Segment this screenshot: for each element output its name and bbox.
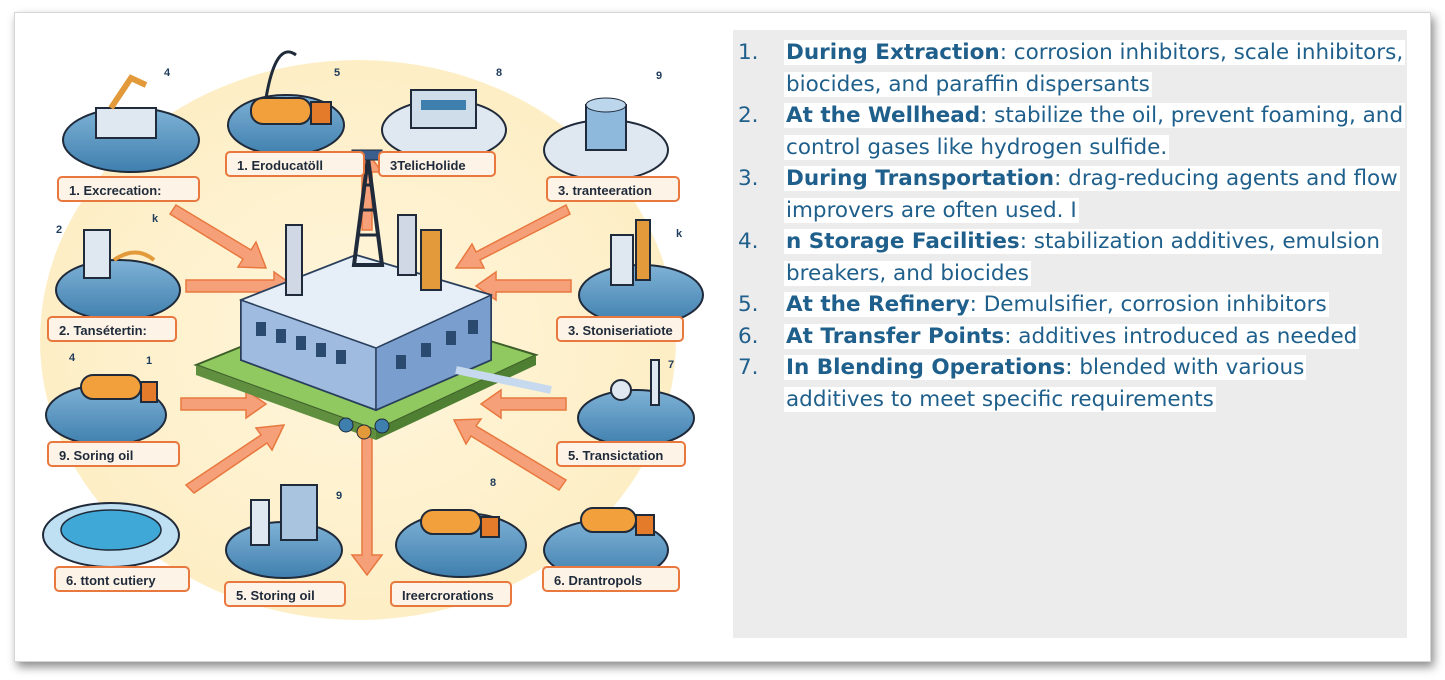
step-number: 3. <box>738 166 759 191</box>
station-truck-top <box>227 50 345 156</box>
step-text: : corrosion inhibitors, scale inhibitors… <box>786 40 1404 97</box>
infographic-label: 3TelicHolide <box>378 151 496 177</box>
infographic-label: 6. ttont cutiery <box>54 566 190 592</box>
flow-arrows <box>168 150 572 577</box>
step-item: 6. At Transfer Points: additives introduc… <box>734 321 1404 353</box>
infographic-number: 9 <box>656 70 663 82</box>
step-text: : Demulsifier, corrosion inhibitors <box>969 292 1327 317</box>
step-number: 2. <box>738 103 759 128</box>
infographic-label: 5. Transictation <box>556 441 686 467</box>
infographic-number: 7 <box>668 359 675 371</box>
infographic-number: 8 <box>490 477 497 489</box>
step-title: During Transportation <box>786 166 1055 191</box>
arrow-mid-right <box>479 388 567 420</box>
infographic-label: Ireercrorations <box>390 581 512 607</box>
step-number: 7. <box>738 355 759 380</box>
arrow-mid-left <box>180 388 268 420</box>
station-extraction <box>62 74 200 173</box>
steps-list: 1. During Extraction: corrosion inhibitor… <box>734 37 1406 415</box>
infographic-label: 9. Soring oil <box>47 441 180 467</box>
infographic-label: 5. Storing oil <box>224 581 346 607</box>
infographic-number: k <box>676 228 683 240</box>
step-title: At the Refinery <box>786 292 970 317</box>
step-number: 6. <box>738 323 759 349</box>
step-number: 4. <box>738 229 759 254</box>
step-title: During Extraction <box>786 40 1000 65</box>
step-text: : drag-reducing agents and flow improver… <box>786 166 1398 223</box>
step-text: : stabilization additives, emulsion brea… <box>786 229 1381 286</box>
step-item: 1. During Extraction: corrosion inhibitor… <box>734 37 1406 100</box>
station-tank-top <box>543 97 669 181</box>
station-truck-bottom <box>395 509 527 578</box>
infographic-number: 8 <box>496 67 503 79</box>
station-pump-right <box>577 359 695 447</box>
infographic-number: 4 <box>69 352 76 364</box>
infographic-label: 1. Eroducatöll <box>225 151 365 177</box>
arrow-upper-right <box>454 203 571 269</box>
step-text: : additives introduced as needed <box>1004 323 1358 349</box>
station-pool <box>42 502 180 568</box>
step-title: n Storage Facilities <box>786 229 1020 254</box>
step-item: 2. At the Wellhead: stabilize the oil, pr… <box>734 100 1406 163</box>
arrow-bottom <box>350 429 384 577</box>
infographic-number: 1 <box>146 355 153 367</box>
step-title: In Blending Operations <box>786 355 1066 380</box>
step-item: 7. In Blending Operations: blended with v… <box>734 352 1404 415</box>
arrow-lower-left <box>184 424 286 494</box>
infographic-number: 5 <box>334 67 341 79</box>
step-title: At the Wellhead <box>786 103 981 128</box>
station-tank-left <box>55 229 181 321</box>
arrow-lower-right <box>452 418 568 492</box>
infographic-number: 4 <box>164 67 171 79</box>
infographic-label: 6. Drantropols <box>542 566 680 592</box>
station-tank-right <box>578 219 704 326</box>
infographic-label: 3. tranteeration <box>546 176 680 202</box>
station-tanks-bottom <box>225 484 343 579</box>
infographic-label: 1. Excrecation: <box>57 176 200 202</box>
step-text: : stabilize the oil, prevent foaming, an… <box>786 103 1404 160</box>
step-text: : blended with various additives to meet… <box>786 355 1305 412</box>
arrow-upper-left <box>168 203 268 269</box>
step-number: 5. <box>738 292 759 317</box>
central-refinery <box>193 149 552 440</box>
infographic-number: 2 <box>56 224 63 236</box>
infographic-number: k <box>152 213 159 225</box>
step-item: 5. At the Refinery: Demulsifier, corrosio… <box>734 289 1404 321</box>
step-title: At Transfer Points <box>786 323 1005 349</box>
step-item: 3. During Transportation: drag-reducing a… <box>734 163 1404 226</box>
infographic-number: 9 <box>336 490 343 502</box>
step-item: 4. n Storage Facilities: stabilization ad… <box>734 226 1404 289</box>
infographic-label: 3. Stoniseriatiote <box>556 316 684 342</box>
infographic-label: 2. Tansétertin: <box>47 316 177 342</box>
step-number: 1. <box>738 40 759 65</box>
